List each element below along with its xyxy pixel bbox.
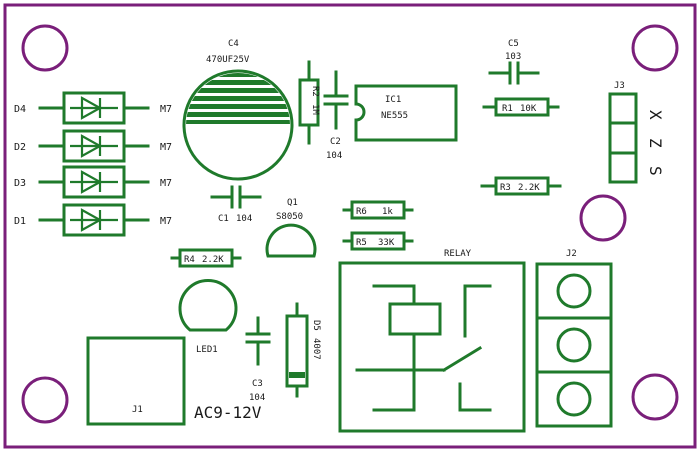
c5-value: 103 bbox=[505, 52, 521, 62]
c1-value: 104 bbox=[236, 214, 252, 224]
r5-ref: R5 bbox=[356, 238, 367, 248]
resistor-r3: R3 2.2K bbox=[480, 176, 562, 196]
c4-value: 470UF25V bbox=[206, 55, 250, 65]
j3-pin-x: X bbox=[646, 110, 665, 120]
connector-j1: J1 AC9-12V bbox=[86, 336, 262, 426]
r5-value: 33K bbox=[378, 238, 395, 248]
j3-ref: J3 bbox=[614, 81, 625, 91]
diode-d3: D3 M7 bbox=[14, 165, 172, 199]
resistor-r4: R4 2.2K bbox=[170, 248, 242, 268]
mounting-hole-top-right bbox=[631, 24, 679, 72]
resistor-r2: R2 1M bbox=[298, 60, 320, 145]
j1-value: AC9-12V bbox=[194, 403, 262, 422]
c5-ref: C5 bbox=[508, 39, 519, 49]
r6-ref: R6 bbox=[356, 207, 367, 217]
diode-d4-value: M7 bbox=[160, 104, 172, 115]
r4-ref: R4 bbox=[184, 255, 195, 265]
q1-ref: Q1 bbox=[287, 198, 298, 208]
diode-d1-ref: D1 bbox=[14, 216, 26, 227]
capacitor-c1: C1 104 bbox=[210, 185, 262, 224]
ic1-value: NE555 bbox=[381, 111, 408, 121]
diode-d1: D1 M7 bbox=[14, 203, 172, 237]
j3-pin-s: S bbox=[646, 166, 665, 176]
diode-d4: D4 M7 bbox=[14, 91, 172, 125]
led-led1: LED1 bbox=[178, 279, 238, 355]
c2-ref: C2 bbox=[330, 137, 341, 147]
mounting-hole-top-left bbox=[21, 24, 69, 72]
capacitor-c5: C5 103 bbox=[488, 39, 540, 85]
r3-ref: R3 bbox=[500, 183, 511, 193]
resistor-r1: R1 10K bbox=[482, 97, 560, 117]
r2-value: 1M bbox=[310, 104, 320, 115]
ic1-ref: IC1 bbox=[385, 95, 401, 105]
ic-ic1: IC1 NE555 bbox=[354, 84, 458, 142]
r3-value: 2.2K bbox=[518, 183, 540, 193]
q1-value: S8050 bbox=[276, 212, 303, 222]
connector-j2: J2 bbox=[535, 249, 613, 428]
relay: RELAY bbox=[338, 249, 526, 433]
diode-d4-ref: D4 bbox=[14, 104, 26, 115]
r1-value: 10K bbox=[520, 104, 537, 114]
d5-ref: D5 bbox=[311, 320, 321, 331]
j3-pin-z: Z bbox=[646, 138, 665, 148]
resistor-r5: R5 33K bbox=[342, 231, 414, 251]
mounting-hole-bottom-left bbox=[21, 376, 69, 424]
mounting-hole-bottom-right bbox=[631, 373, 679, 421]
led1-ref: LED1 bbox=[196, 345, 218, 355]
diode-d3-value: M7 bbox=[160, 178, 172, 189]
transistor-q1: Q1 S8050 bbox=[265, 198, 317, 258]
c2-value: 104 bbox=[326, 151, 342, 161]
c3-value: 104 bbox=[249, 393, 265, 403]
r6-value: 1k bbox=[382, 207, 393, 217]
r1-ref: R1 bbox=[502, 104, 513, 114]
c1-ref: C1 bbox=[218, 214, 229, 224]
connector-j3: J3 X Z S bbox=[608, 81, 665, 184]
j1-ref: J1 bbox=[132, 405, 143, 415]
relay-ref: RELAY bbox=[444, 249, 472, 259]
c4-ref: C4 bbox=[228, 39, 239, 49]
d5-value: 4007 bbox=[311, 338, 321, 360]
capacitor-c3: C3 104 bbox=[245, 316, 271, 403]
capacitor-c4: C4 470UF25V bbox=[182, 39, 294, 181]
mounting-hole-mid-right bbox=[579, 194, 627, 242]
capacitor-c2: C2 104 bbox=[323, 70, 349, 161]
diode-d3-ref: D3 bbox=[14, 178, 26, 189]
diode-d5: D5 4007 bbox=[285, 302, 321, 398]
resistor-r6: R6 1k bbox=[342, 200, 414, 220]
diode-bridge: D4 M7 D2 M7 D3 M7 bbox=[14, 91, 172, 237]
j2-ref: J2 bbox=[566, 249, 577, 259]
diode-d2: D2 M7 bbox=[14, 129, 172, 163]
board-outline bbox=[3, 3, 697, 449]
diode-d2-value: M7 bbox=[160, 142, 172, 153]
r2-ref: R2 bbox=[310, 86, 320, 97]
c3-ref: C3 bbox=[252, 379, 263, 389]
r4-value: 2.2K bbox=[202, 255, 224, 265]
diode-d1-value: M7 bbox=[160, 216, 172, 227]
diode-d2-ref: D2 bbox=[14, 142, 26, 153]
